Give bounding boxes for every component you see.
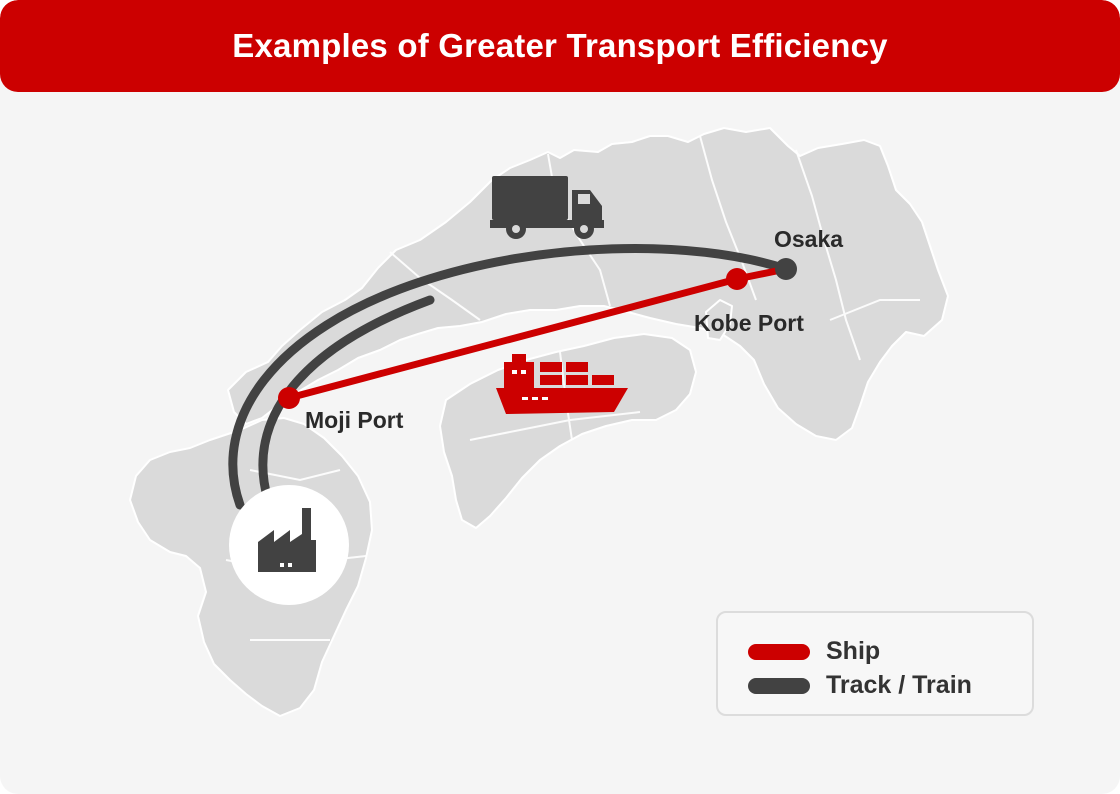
kobe-port-marker — [726, 268, 748, 290]
osaka-label: Osaka — [774, 226, 843, 252]
legend-item-truck-train: Track / Train — [748, 671, 972, 700]
ship-swatch — [748, 643, 810, 660]
honshu-region — [227, 127, 949, 441]
factory-icon — [258, 508, 316, 572]
page-title: Examples of Greater Transport Efficiency — [232, 27, 888, 64]
kobe-port-label: Kobe Port — [694, 310, 804, 336]
cargo-ship-icon — [496, 354, 628, 414]
truck-icon — [490, 176, 604, 239]
osaka-marker — [775, 258, 797, 280]
truck-train-route — [228, 244, 791, 510]
legend-label-ship: Ship — [826, 637, 881, 665]
legend-label-truck-train: Track / Train — [826, 671, 972, 699]
moji-port-marker — [278, 387, 300, 409]
legend-item-ship: Ship — [748, 637, 880, 666]
moji-port-label: Moji Port — [305, 407, 404, 433]
legend: Ship Track / Train — [716, 611, 1034, 716]
awaji-island — [705, 299, 733, 341]
truck-train-swatch — [748, 677, 810, 694]
title-banner: Examples of Greater Transport Efficiency — [0, 0, 1120, 92]
